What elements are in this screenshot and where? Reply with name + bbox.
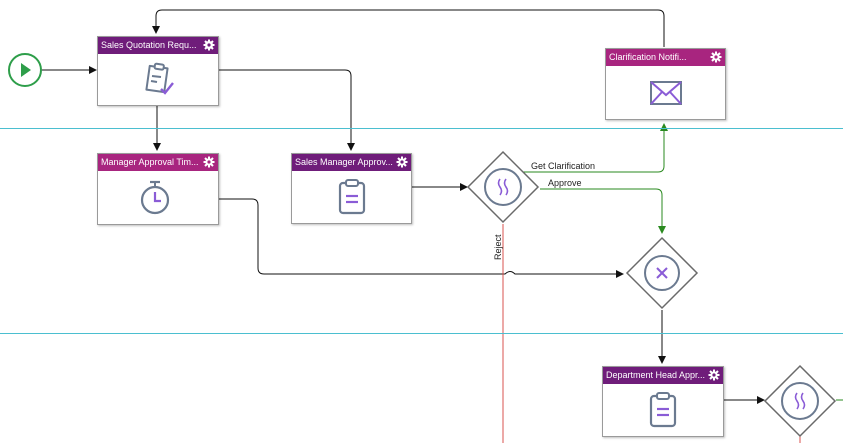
lane-divider-1 [0, 128, 843, 129]
flow-approve[interactable] [540, 188, 666, 234]
approval-decision-gateway[interactable] [466, 150, 540, 224]
x-icon [656, 267, 668, 279]
task-title: Manager Approval Tim... [98, 154, 218, 171]
flow-timer-to-exclusive[interactable] [218, 198, 624, 278]
gear-icon[interactable] [708, 369, 720, 381]
play-icon [21, 63, 31, 77]
task-title-label: Sales Quotation Requ... [101, 40, 197, 50]
flow-label-approve: Approve [548, 178, 582, 188]
task-title-label: Sales Manager Approv... [295, 157, 393, 167]
department-head-decision-gateway[interactable] [763, 364, 837, 438]
task-title: Clarification Notifi... [606, 49, 725, 66]
flow-quotation-to-sales-manager[interactable] [218, 69, 355, 151]
envelope-icon [649, 80, 682, 105]
task-sales-quotation[interactable]: Sales Quotation Requ... [97, 36, 219, 106]
wave-icon [794, 392, 806, 410]
start-event[interactable] [8, 53, 42, 87]
gear-icon[interactable] [396, 156, 408, 168]
clipboard-list-icon [649, 392, 677, 428]
exclusive-gateway[interactable] [625, 236, 699, 310]
task-title: Sales Manager Approv... [292, 154, 411, 171]
flow-label-get-clarification: Get Clarification [531, 161, 596, 171]
flow-clarification-to-quotation[interactable] [152, 9, 665, 47]
task-title-label: Department Head Appr... [606, 370, 706, 380]
lane-divider-2 [0, 333, 843, 334]
gear-icon[interactable] [710, 51, 722, 63]
task-title-label: Manager Approval Tim... [101, 157, 199, 167]
task-title: Sales Quotation Requ... [98, 37, 218, 54]
gear-icon[interactable] [203, 39, 215, 51]
task-clarification-notification[interactable]: Clarification Notifi... [605, 48, 726, 120]
task-department-head-approval[interactable]: Department Head Appr... [602, 366, 724, 437]
stopwatch-icon [140, 180, 170, 214]
clipboard-list-icon [338, 179, 365, 215]
task-manager-approval-timer[interactable]: Manager Approval Tim... [97, 153, 219, 225]
flow-get-clarification[interactable] [518, 123, 668, 173]
task-title-label: Clarification Notifi... [609, 52, 687, 62]
wave-icon [497, 178, 509, 196]
flow-label-reject: Reject [493, 234, 503, 260]
task-title: Department Head Appr... [603, 367, 723, 384]
task-sales-manager-approval[interactable]: Sales Manager Approv... [291, 153, 412, 224]
clipboard-check-icon [145, 62, 174, 95]
gear-icon[interactable] [203, 156, 215, 168]
